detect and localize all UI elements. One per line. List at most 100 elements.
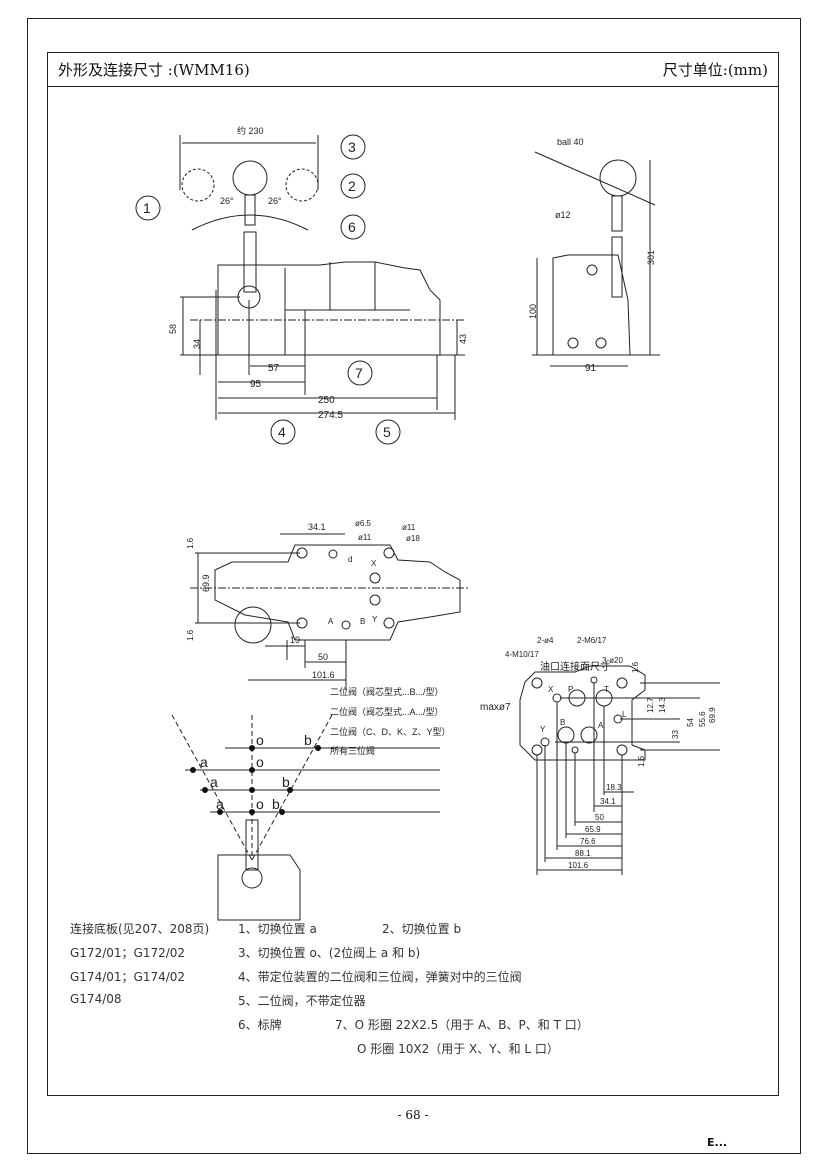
svg-text:1.6: 1.6 [637,755,646,767]
svg-text:57: 57 [268,363,280,374]
svg-text:14.3: 14.3 [658,697,667,713]
baseplate-model: G174/08 [70,992,122,1006]
note-item: 3、切换位置 o、(2位阀上 a 和 b) [238,946,421,960]
baseplate-model: G174/01；G174/02 [70,970,186,984]
callouts: 1 2 3 4 5 6 7 [135,134,401,445]
svg-text:X: X [548,685,554,694]
svg-text:所有三位阀: 所有三位阀 [330,745,375,756]
svg-text:100: 100 [528,304,538,319]
svg-text:d: d [348,555,352,564]
svg-text:50: 50 [595,813,604,822]
svg-text:3-ø20: 3-ø20 [602,656,623,665]
svg-text:b: b [272,796,280,812]
svg-text:ball 40: ball 40 [557,137,584,147]
svg-text:91: 91 [585,363,597,374]
front-view: 约 230 26° 26° 58 34 43 57 95 250 274.5 1… [135,125,468,445]
svg-text:6: 6 [348,219,356,235]
svg-text:Y: Y [372,615,378,624]
svg-text:250: 250 [318,395,335,406]
svg-text:26°: 26° [268,196,282,206]
svg-text:a: a [200,754,208,770]
svg-text:88.1: 88.1 [575,849,591,858]
position-diagram: o b a o a b a o b 二位阀（阀芯型式...B.../型） 二位阀… [171,686,451,921]
svg-text:58: 58 [168,324,178,334]
svg-text:X: X [371,559,377,568]
svg-text:26°: 26° [220,196,234,206]
note-item: 6、标牌 [238,1018,282,1032]
svg-text:69.9: 69.9 [708,707,717,723]
svg-text:95: 95 [250,379,262,390]
svg-text:5: 5 [383,424,391,440]
svg-text:101.6: 101.6 [312,670,335,680]
svg-text:4: 4 [278,424,286,440]
svg-text:ø6.5: ø6.5 [355,519,372,528]
svg-text:101.6: 101.6 [568,861,589,870]
svg-text:二位阀（阀芯型式...B.../型）: 二位阀（阀芯型式...B.../型） [330,686,444,697]
svg-text:69.9: 69.9 [201,574,211,592]
page-title: 外形及连接尺寸 :(WMM16) [58,61,250,79]
svg-text:50: 50 [318,652,328,662]
svg-text:43: 43 [458,334,468,344]
svg-text:油口连接面尺寸: 油口连接面尺寸 [540,660,610,673]
svg-text:B: B [360,617,365,626]
note-item: 2、切换位置 b [382,922,462,936]
note-item: 4、带定位装置的二位阀和三位阀，弹簧对中的三位阀 [238,970,522,984]
svg-text:33: 33 [671,730,680,739]
svg-text:a: a [216,796,224,812]
svg-text:55.6: 55.6 [698,711,707,727]
page-number: - 68 - [397,1108,429,1122]
note-item: 5、二位阀，不带定位器 [238,994,366,1008]
svg-text:3: 3 [348,139,356,155]
svg-text:maxø7: maxø7 [480,702,511,713]
brand-logo: E... [707,1136,728,1149]
header-bar: 外形及连接尺寸 :(WMM16) 尺寸单位:(mm) [48,53,778,87]
svg-text:4-M10/17: 4-M10/17 [505,650,539,659]
content-frame: 外形及连接尺寸 :(WMM16) 尺寸单位:(mm) [47,52,779,1096]
svg-text:34.1: 34.1 [600,797,616,806]
svg-text:o: o [256,732,264,748]
svg-text:b: b [304,732,312,748]
svg-text:7: 7 [355,365,363,381]
note-item: O 形圈 10X2（用于 X、Y、和 L 口） [357,1042,559,1056]
lever-ball [232,160,268,196]
svg-text:约 230: 约 230 [237,125,264,136]
svg-text:二位阀（阀芯型式...A.../型）: 二位阀（阀芯型式...A.../型） [330,706,444,717]
svg-text:76.6: 76.6 [580,837,596,846]
svg-text:B: B [560,718,565,727]
svg-text:二位阀（C、D、K、Z、Y型）: 二位阀（C、D、K、Z、Y型） [330,726,451,737]
svg-text:1.6: 1.6 [631,661,640,673]
svg-text:T: T [604,685,609,694]
svg-text:12.7: 12.7 [646,697,655,713]
svg-text:Y: Y [540,725,546,734]
svg-text:1.6: 1.6 [186,537,195,549]
svg-text:2-ø4: 2-ø4 [537,636,554,645]
svg-text:ø18: ø18 [406,534,420,543]
svg-text:L: L [622,710,627,719]
svg-text:ø12: ø12 [555,210,571,220]
svg-text:2: 2 [348,178,356,194]
svg-text:274.5: 274.5 [318,410,343,421]
svg-text:o: o [256,796,264,812]
svg-text:34: 34 [192,339,202,349]
side-view: ball 40 ø12 301 100 91 [528,137,660,374]
svg-text:A: A [328,617,334,626]
svg-text:A: A [598,721,604,730]
svg-text:o: o [256,754,264,770]
top-view: 69.9 1.6 1.6 34.1 ø6.5 ø11 ø11 ø18 X A B… [186,519,470,690]
svg-text:ø11: ø11 [402,523,416,532]
svg-text:18.3: 18.3 [606,783,622,792]
unit-label: 尺寸单位:(mm) [662,61,768,79]
svg-text:65.9: 65.9 [585,825,601,834]
svg-text:54: 54 [686,718,695,727]
mounting-face: 油口连接面尺寸 4-M10/17 2-ø4 2-M6/17 3-ø20 maxø… [480,636,720,875]
svg-text:b: b [282,774,290,790]
svg-text:a: a [210,774,218,790]
baseplate-heading: 连接底板(见207、208页) [70,922,210,936]
svg-text:34.1: 34.1 [308,522,326,532]
svg-text:P: P [568,685,573,694]
svg-text:1.6: 1.6 [186,629,195,641]
svg-text:301: 301 [646,250,656,265]
svg-text:2-M6/17: 2-M6/17 [577,636,607,645]
note-item: 1、切换位置 a [238,922,317,936]
